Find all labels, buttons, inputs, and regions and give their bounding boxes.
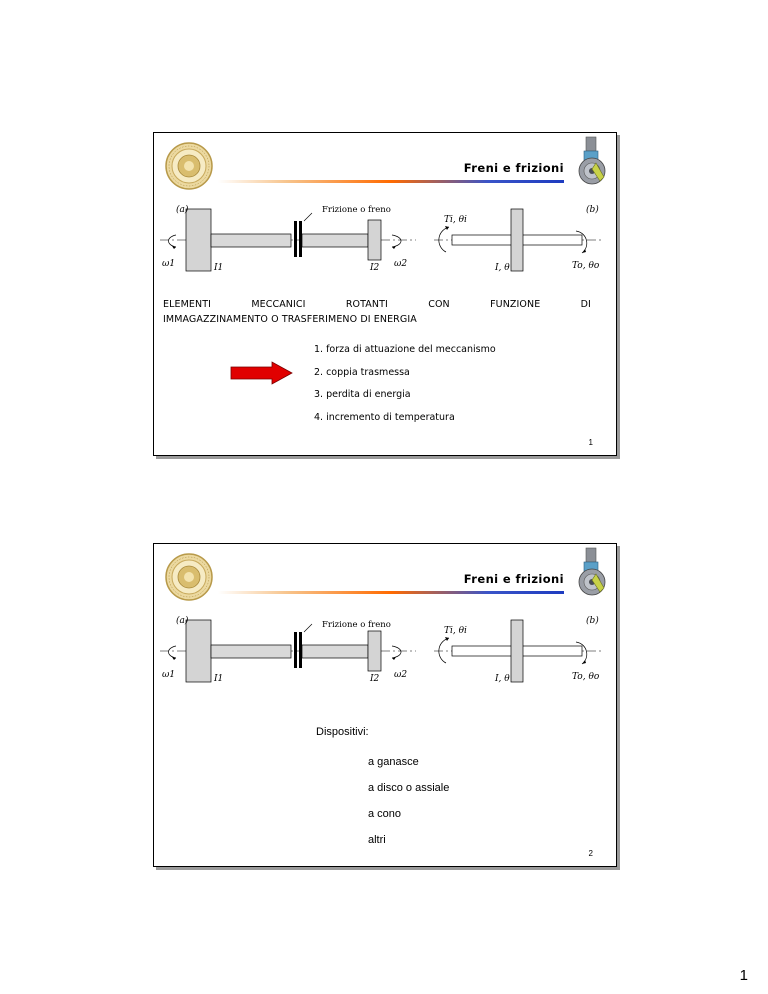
heading-word: ROTANTI	[345, 299, 388, 310]
document-page-number: 1	[739, 967, 748, 984]
clutch-plate-right	[299, 632, 302, 668]
omega1-label: ω1	[162, 259, 176, 269]
device-item: altri	[368, 834, 386, 846]
university-seal-icon	[165, 553, 213, 601]
torque-in-arrow	[438, 226, 450, 253]
torque-in-label: Ti, θi	[444, 626, 467, 636]
omega2-label: ω2	[394, 670, 408, 680]
clutch-plate-left	[294, 632, 297, 668]
torque-in-arrow	[438, 637, 450, 664]
inertia-disc-2	[367, 219, 382, 261]
inertia1-label: I1	[214, 263, 224, 273]
device-item: a disco o assiale	[368, 782, 450, 794]
inertia-disc-2	[367, 630, 382, 672]
title-underline-bar	[218, 591, 564, 594]
heading-word: ELEMENTI	[163, 299, 212, 310]
inertia2-label: I2	[370, 263, 380, 273]
omega1-rotation-arrow	[168, 645, 177, 659]
inertia-disc-1	[185, 208, 212, 272]
inertia-b-label: I, θ	[495, 263, 510, 273]
omega2-rotation-arrow	[391, 645, 402, 659]
inertia1-label: I1	[214, 674, 224, 684]
clutch-brake-diagram	[160, 208, 604, 272]
omega1-label: ω1	[162, 670, 176, 680]
heading-word: CON	[428, 299, 450, 310]
inertia-disc-b	[510, 208, 524, 272]
torque-out-label: To, θo	[572, 261, 600, 271]
list-item: 3. perdita di energia	[314, 389, 411, 400]
list-item: 4. incremento di temperatura	[314, 412, 455, 423]
heading-word: FUNZIONE	[490, 299, 541, 310]
clutch-plate-right	[299, 221, 302, 257]
figure-label-b: (b)	[586, 616, 599, 626]
omega1-rotation-arrow	[168, 234, 177, 248]
brake-assembly-icon	[578, 547, 606, 596]
slide-2: Freni e frizioni (a) (b) Frizione o fren…	[153, 543, 617, 867]
list-item: 2. coppia trasmessa	[314, 367, 410, 378]
slide-page-number: 1	[588, 438, 593, 447]
university-seal-icon	[165, 142, 213, 190]
heading-word: DI	[580, 299, 591, 310]
clutch-brake-diagram	[160, 619, 604, 683]
clutch-plate-left	[294, 221, 297, 257]
brake-assembly-icon	[578, 136, 606, 185]
inertia-disc-b	[510, 619, 524, 683]
red-arrow-icon	[230, 361, 293, 385]
figure-label-b: (b)	[586, 205, 599, 215]
torque-out-label: To, θo	[572, 672, 600, 682]
omega2-rotation-arrow	[391, 234, 402, 248]
title-underline-bar	[218, 180, 564, 183]
inertia-disc-1	[185, 619, 212, 683]
torque-in-label: Ti, θi	[444, 215, 467, 225]
inertia2-label: I2	[370, 674, 380, 684]
heading-word: MECCANICI	[251, 299, 306, 310]
figure-label-a: (a)	[176, 616, 189, 626]
shaft-left	[210, 644, 292, 659]
figure-label-a: (a)	[176, 205, 189, 215]
list-item: 1. forza di attuazione del meccanismo	[314, 344, 496, 355]
shaft-right	[301, 233, 369, 248]
slide-title: Freni e frizioni	[463, 161, 564, 175]
slide-page-number: 2	[588, 849, 593, 858]
devices-title: Dispositivi:	[316, 726, 369, 738]
shaft-right	[301, 644, 369, 659]
device-item: a cono	[368, 808, 402, 820]
shaft-left	[210, 233, 292, 248]
slide-title: Freni e frizioni	[463, 572, 564, 586]
heading-line-2: IMMAGAZZINAMENTO O TRASFERIMENO DI ENERG…	[163, 314, 417, 325]
heading-line-1: ELEMENTI MECCANICI ROTANTI CON FUNZIONE …	[163, 299, 591, 310]
device-item: a ganasce	[368, 756, 419, 768]
clutch-label: Frizione o freno	[322, 620, 391, 630]
slide-1: Freni e frizioni (a) (b) Frizione o f	[153, 132, 617, 456]
inertia-b-label: I, θ	[495, 674, 510, 684]
clutch-label: Frizione o freno	[322, 205, 391, 215]
omega2-label: ω2	[394, 259, 408, 269]
